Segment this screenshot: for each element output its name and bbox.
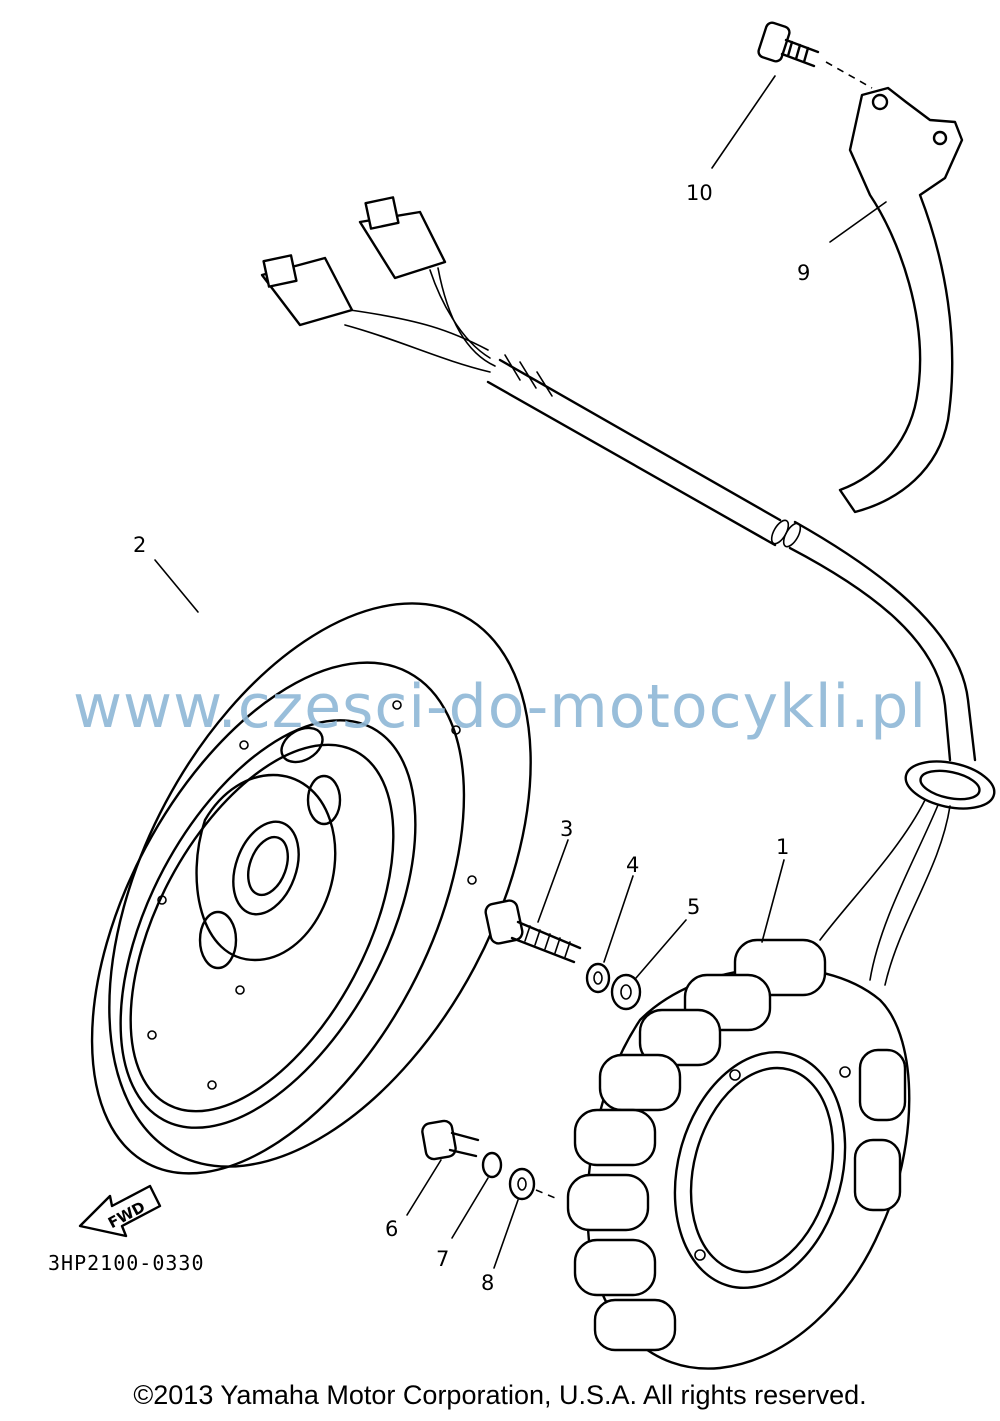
part-wiring-harness [260, 196, 996, 986]
leader-9 [829, 201, 887, 243]
callout-8: 8 [481, 1271, 494, 1295]
callout-7: 7 [436, 1247, 449, 1271]
callout-4: 4 [626, 853, 639, 877]
part-1-stator [566, 859, 911, 1370]
callout-3: 3 [560, 817, 573, 841]
copyright-notice: ©2013 Yamaha Motor Corporation, U.S.A. A… [133, 1380, 867, 1410]
part-7-lock-washer [451, 1151, 503, 1239]
part-3-bolt [484, 839, 582, 964]
part-5-washer [610, 919, 687, 1011]
callout-6: 6 [385, 1217, 398, 1241]
part-6-screw [406, 1119, 480, 1216]
part-4-lock-washer [585, 875, 634, 994]
part-8-washer [493, 1167, 561, 1269]
callout-1: 1 [776, 835, 789, 859]
callout-5: 5 [687, 895, 700, 919]
part-9-bracket [825, 61, 964, 514]
fwd-arrow-icon: FWD [78, 1184, 162, 1238]
part-10-bolt [757, 21, 820, 68]
watermark-text: www.czesci-do-motocykli.pl [72, 672, 928, 742]
callout-2: 2 [133, 533, 146, 557]
callout-10: 10 [686, 181, 713, 205]
drawing-code: 3HP2100-0330 [48, 1251, 205, 1275]
part-rotor-flywheel [90, 559, 532, 1175]
leader-10 [711, 75, 776, 169]
callout-9: 9 [797, 261, 810, 285]
